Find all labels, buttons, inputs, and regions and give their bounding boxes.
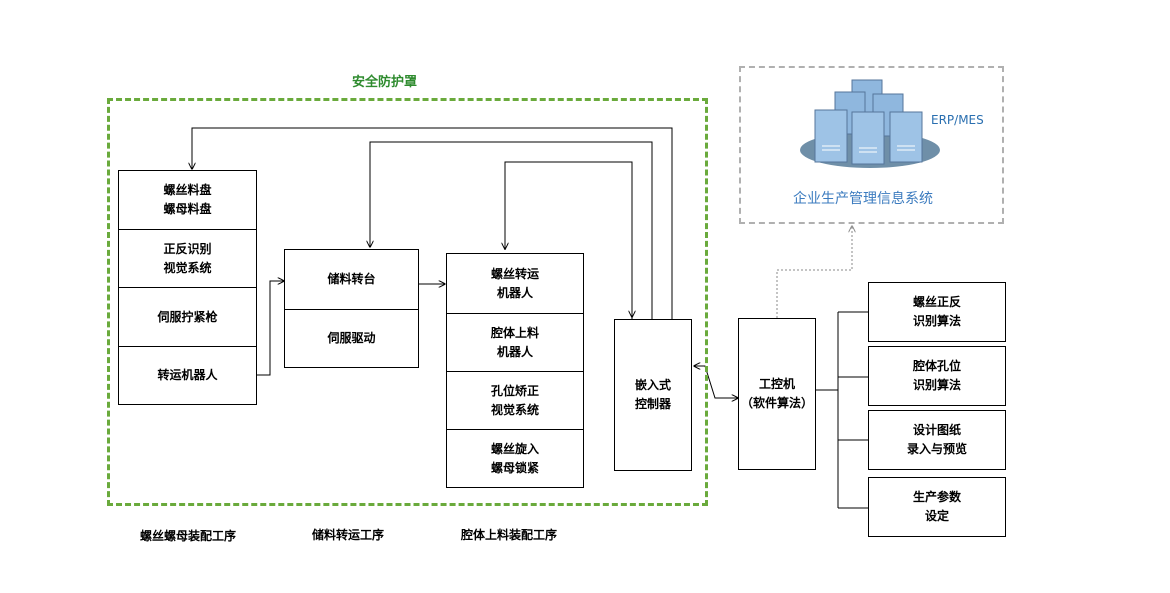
transfer-robot-box: 转运机器人 xyxy=(118,346,257,405)
industrial-pc-box: 工控机 （软件算法） xyxy=(738,318,816,470)
screw-nut-tray-box: 螺丝料盘 螺母料盘 xyxy=(118,170,257,230)
servo-tightening-gun-box: 伺服拧紧枪 xyxy=(118,287,257,347)
storage-turntable-box: 储料转台 xyxy=(284,249,419,310)
servo-drive-box: 伺服驱动 xyxy=(284,309,419,368)
server-cluster-icon xyxy=(800,79,940,168)
erp-mes-label: ERP/MES xyxy=(931,113,984,127)
stage-screw-nut: 螺丝螺母装配工序 xyxy=(140,529,237,543)
safety-cover-title: 安全防护罩 xyxy=(352,75,418,90)
screw-insert-lock-box: 螺丝旋入 螺母锁紧 xyxy=(446,429,584,488)
cavity-loading-robot-box: 腔体上料 机器人 xyxy=(446,313,584,372)
screw-transfer-robot-box: 螺丝转运 机器人 xyxy=(446,253,584,314)
production-parameter-box: 生产参数 设定 xyxy=(868,477,1006,537)
stage-storage: 储料转运工序 xyxy=(312,528,385,542)
cavity-hole-algorithm-box: 腔体孔位 识别算法 xyxy=(868,346,1006,406)
embedded-controller-box: 嵌入式 控制器 xyxy=(614,319,692,471)
stage-cavity: 腔体上料装配工序 xyxy=(461,528,558,542)
screw-orientation-algorithm-box: 螺丝正反 识别算法 xyxy=(868,282,1006,342)
design-drawing-preview-box: 设计图纸 录入与预览 xyxy=(868,410,1006,470)
enterprise-system-label: 企业生产管理信息系统 xyxy=(793,191,933,207)
hole-alignment-vision-box: 孔位矫正 视觉系统 xyxy=(446,371,584,430)
orientation-vision-box: 正反识别 视觉系统 xyxy=(118,229,257,288)
enterprise-system-zone xyxy=(739,66,1004,224)
safety-cover-zone xyxy=(107,98,708,506)
